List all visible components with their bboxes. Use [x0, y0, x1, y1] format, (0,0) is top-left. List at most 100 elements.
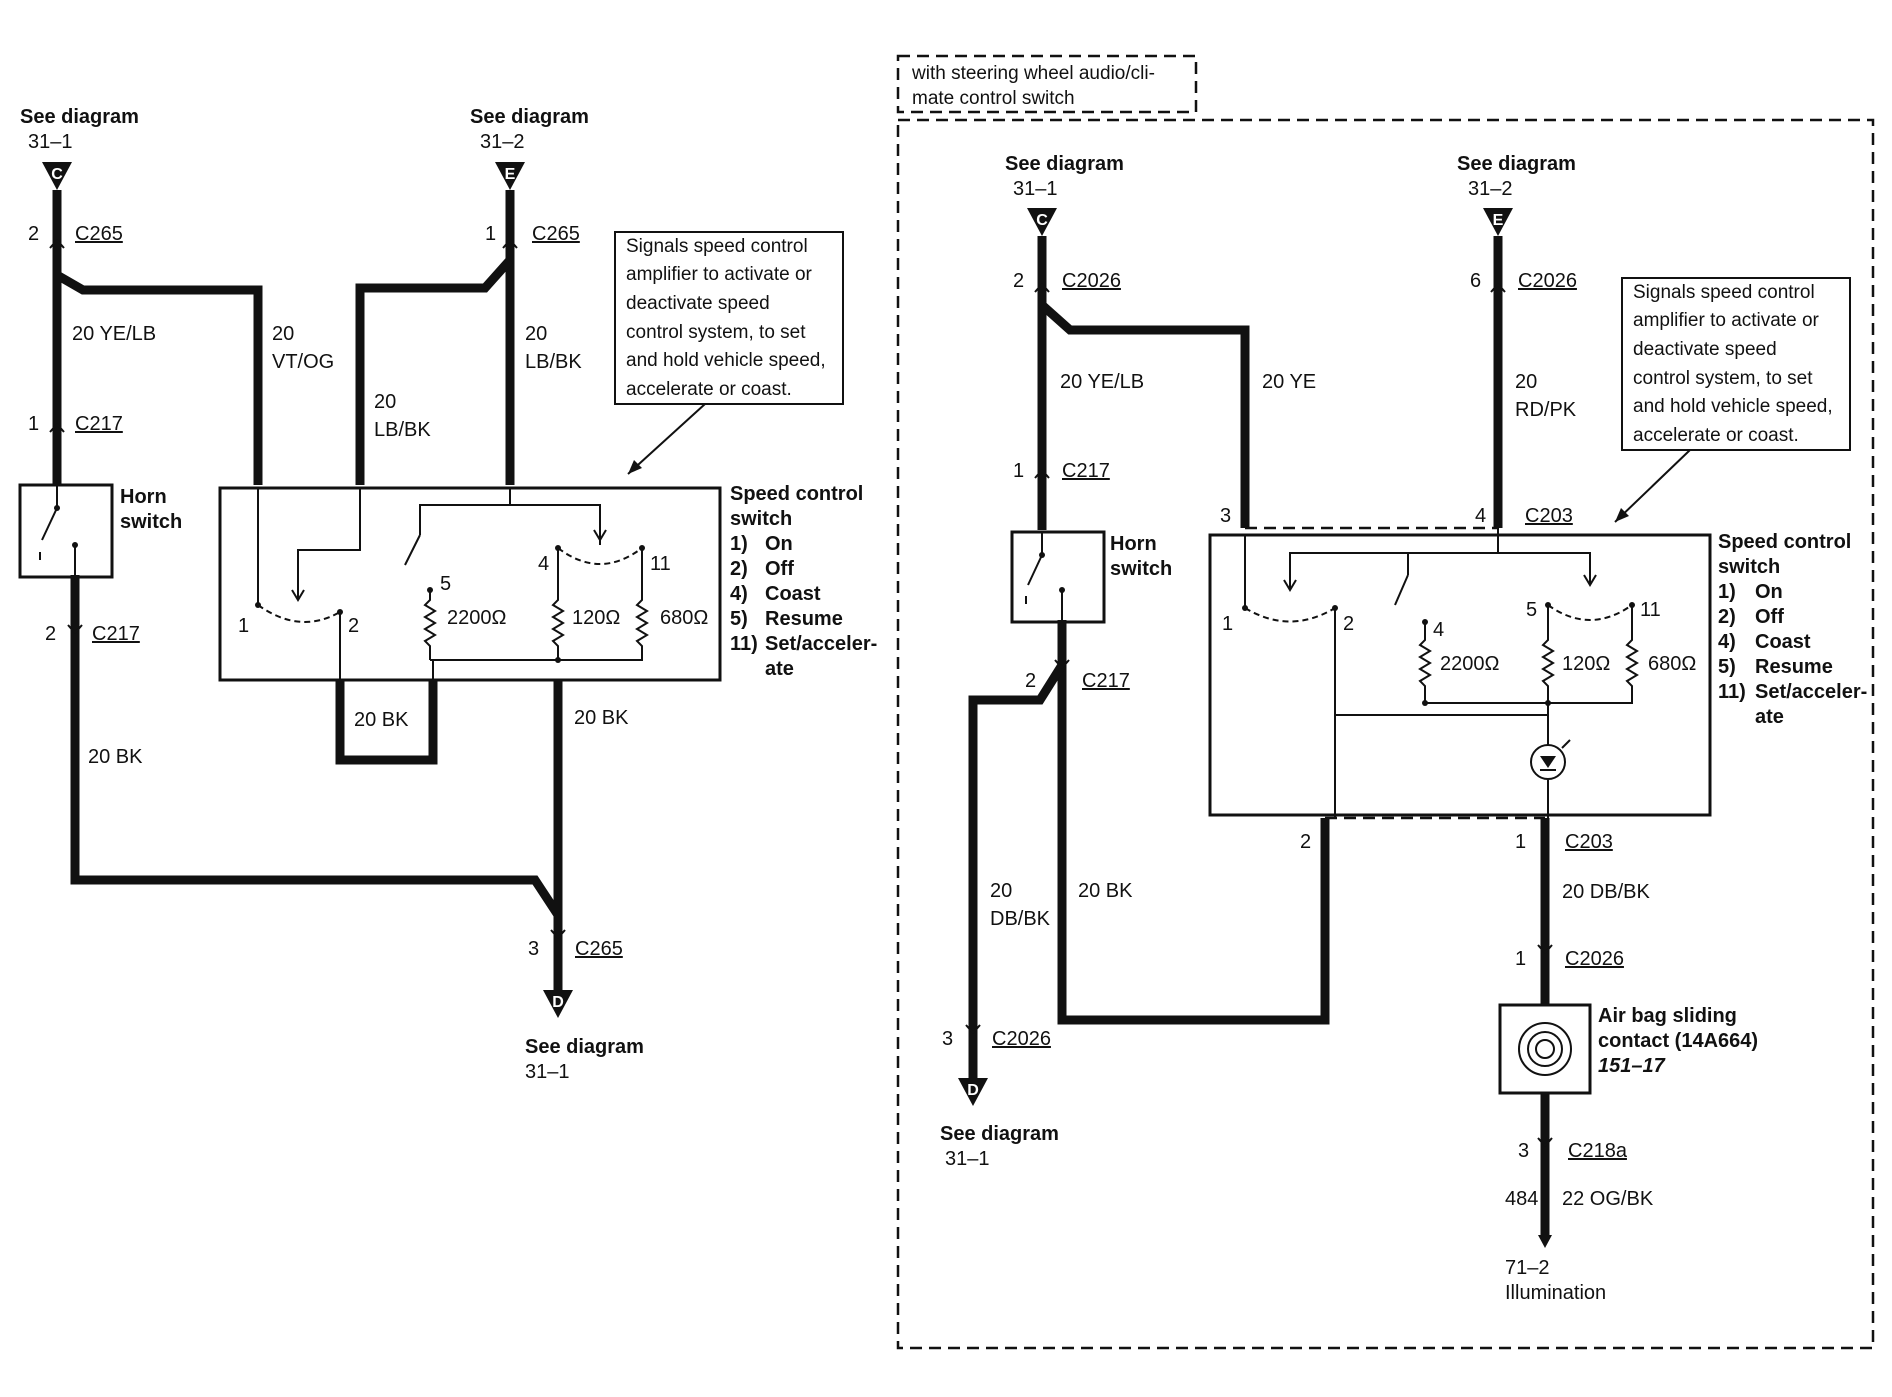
right-c2026b-pin: 6	[1470, 270, 1481, 292]
left-horn-label-1: Horn	[120, 486, 167, 508]
left-wire-label-lb-bk-b1: 20	[525, 323, 547, 345]
left-mode-4-num: 4)	[730, 583, 748, 605]
left-conn-c265b-tick	[502, 238, 518, 249]
left-ref-c-marker	[42, 162, 72, 190]
right-c203b-name: C203	[1525, 505, 1573, 527]
right-horn-label-1: Horn	[1110, 533, 1157, 555]
left-switch-set-wire	[510, 504, 601, 545]
right-horn-label-2: switch	[1110, 558, 1172, 580]
left-conn-c265c-tick	[550, 929, 566, 940]
right-c217a-name: C217	[1062, 460, 1110, 482]
left-switch-coast-contact	[404, 488, 511, 566]
right-resistor-2200	[1418, 622, 1432, 703]
right-c217a-pin: 1	[1013, 460, 1024, 482]
right-wire-ye	[1039, 301, 1250, 528]
left-note-arrow-head	[628, 460, 642, 474]
left-c217b-pin: 2	[45, 623, 56, 645]
right-switch-wiper	[1244, 607, 1336, 623]
right-wire-db-bk-a	[968, 662, 1066, 1078]
left-c217a-pin: 1	[28, 413, 39, 435]
left-speed-switch-box	[218, 486, 722, 682]
left-ref-c-number: 31–1	[28, 131, 73, 153]
right-mode-4-num: 4)	[1718, 631, 1736, 653]
right-note-line-3: deactivate speed	[1633, 339, 1777, 360]
right-c2026d-pin: 3	[942, 1028, 953, 1050]
left-wire-lb-bk-branch	[355, 257, 514, 485]
left-mode-1-num: 1)	[730, 533, 748, 555]
right-option-line-2: mate control switch	[912, 88, 1075, 109]
right-wire-bk	[1057, 620, 1330, 1025]
left-horn-switch-node-2	[72, 542, 78, 548]
left-note-box	[614, 231, 844, 405]
right-mode-5-num: 5)	[1718, 656, 1736, 678]
right-note-line-1: Signals speed control	[1633, 282, 1815, 303]
left-ref-e-marker	[495, 162, 525, 190]
right-switch-pin2: 2	[1343, 613, 1354, 635]
right-resistor-120	[1541, 605, 1555, 703]
right-note-box	[1621, 277, 1851, 451]
left-diagram: See diagram 31–1 C See diagram 31–2 E 2 …	[18, 106, 877, 1083]
left-c265a-name: C265	[75, 223, 123, 245]
right-wire-label-rd-pk-1: 20	[1515, 371, 1537, 393]
left-resistor-label-120: 120Ω	[572, 607, 620, 629]
right-horn-switch-node-2	[1059, 587, 1065, 593]
left-note-line-4: control system, to set	[626, 322, 806, 343]
right-note-line-6: accelerate or coast.	[1633, 425, 1799, 446]
right-wire-label-rd-pk-2: RD/PK	[1515, 399, 1577, 421]
left-resistor-2200	[423, 590, 437, 660]
left-c217a-name: C217	[75, 413, 123, 435]
right-speed-switch-box	[1208, 533, 1712, 817]
right-c2026c-name: C2026	[1565, 948, 1624, 970]
left-mode-4-text: Coast	[765, 583, 821, 605]
left-mode-11-text-2: ate	[765, 658, 794, 680]
right-c218a-pin: 3	[1518, 1140, 1529, 1162]
right-conn-c2026b-tick	[1490, 282, 1506, 293]
right-wire-label-bk: 20 BK	[1078, 880, 1133, 902]
left-mode-5-text: Resume	[765, 608, 843, 630]
right-conn-c2026d-tick	[965, 1024, 981, 1035]
right-ref-d-marker	[958, 1078, 988, 1106]
right-conn-c217a-tick	[1034, 468, 1050, 479]
right-switch-pin4: 4	[1433, 619, 1444, 641]
left-wire-label-bk-right: 20 BK	[574, 707, 629, 729]
right-mode-11-text: Set/acceler-	[1755, 681, 1867, 703]
right-conn-c2026a-tick	[1034, 282, 1050, 293]
left-c265b-pin: 1	[485, 223, 496, 245]
right-airbag-coil-inner	[1535, 1039, 1555, 1059]
right-c2026d-name: C2026	[992, 1028, 1051, 1050]
left-note-arrow-line	[627, 403, 706, 475]
left-ref-e-letter: E	[505, 166, 516, 183]
left-note-line-6: accelerate or coast.	[626, 379, 792, 400]
right-ref-e-marker	[1483, 208, 1513, 236]
left-conn-c217a-tick	[49, 422, 65, 433]
left-mode-2-num: 2)	[730, 558, 748, 580]
right-ref-e-label: See diagram	[1457, 153, 1576, 175]
right-wire-label-db-bk-a1: 20	[990, 880, 1012, 902]
left-mode-11-text: Set/acceler-	[765, 633, 877, 655]
right-note-arrow-head	[1615, 508, 1629, 522]
right-switch-pin1: 1	[1222, 613, 1233, 635]
left-switch-set-arrow	[593, 529, 607, 542]
left-c265c-pin: 3	[528, 938, 539, 960]
left-switch-pin4: 4	[538, 553, 549, 575]
right-wire-label-db-bk-a2: DB/BK	[990, 908, 1051, 930]
right-mode-11-text-2: ate	[1755, 706, 1784, 728]
right-switch-led-symbol	[1540, 739, 1571, 771]
left-resistor-label-2200: 2200Ω	[447, 607, 506, 629]
right-ref-c-number: 31–1	[1013, 178, 1058, 200]
left-mode-2-text: Off	[765, 558, 794, 580]
right-c203d-name: C203	[1565, 831, 1613, 853]
right-switch-title-1: Speed control	[1718, 531, 1851, 553]
right-option-line-1: with steering wheel audio/cli-	[911, 63, 1155, 84]
right-horn-switch-node	[1039, 552, 1045, 558]
left-ref-d-letter: D	[552, 994, 564, 1011]
right-resistor-label-120: 120Ω	[1562, 653, 1610, 675]
right-conn-c218a-tick	[1537, 1137, 1553, 1148]
right-c2026c-pin: 1	[1515, 948, 1526, 970]
left-horn-switch-contact	[39, 485, 76, 577]
right-mode-1-text: On	[1755, 581, 1783, 603]
right-illum-ref: 71–2	[1505, 1257, 1550, 1279]
left-c265b-name: C265	[532, 223, 580, 245]
